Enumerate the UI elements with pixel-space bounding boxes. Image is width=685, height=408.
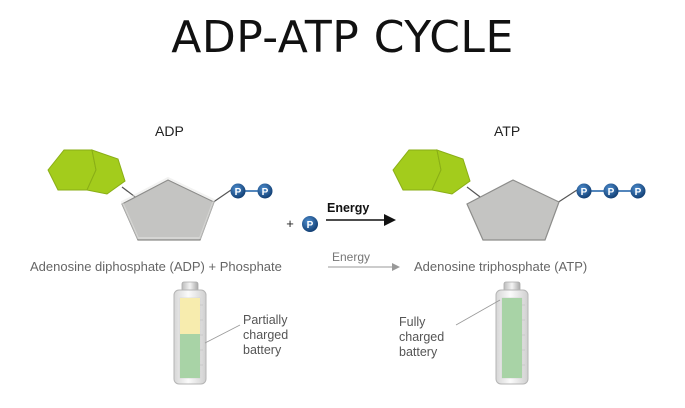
reaction-arrow-group: + P Energy Energy <box>286 201 400 271</box>
adp-full-name: Adenosine diphosphate (ADP) + Phosphate <box>30 259 282 274</box>
partial-battery-caption-line1: Partially <box>243 313 288 327</box>
atp-adenine-ring-large <box>392 149 442 191</box>
adp-phosphate-1: P <box>230 183 246 199</box>
plus-sign: + <box>286 216 294 231</box>
partial-battery-caption-line2: charged <box>243 328 289 342</box>
atp-phosphate-1: P <box>576 183 592 199</box>
atp-molecule: P P P <box>392 149 646 241</box>
adp-adenine-ring-large <box>47 149 97 191</box>
partial-battery-caption: Partially charged battery <box>243 313 288 358</box>
full-battery <box>455 281 529 385</box>
full-battery-caption: Fully charged battery <box>399 315 444 360</box>
atp-phosphate-3: P <box>630 183 646 199</box>
atp-label: ATP <box>494 123 521 139</box>
lower-arrow-head <box>392 263 400 271</box>
energy-arrow-head <box>384 214 396 226</box>
partial-battery-leader-line <box>204 324 241 344</box>
svg-text:P: P <box>235 187 242 198</box>
adp-bond-ribose-phosphate <box>211 189 232 204</box>
svg-text:P: P <box>581 187 588 198</box>
adp-molecule: P P <box>47 149 273 241</box>
full-battery-caption-line3: battery <box>399 345 438 359</box>
svg-text:P: P <box>262 187 269 198</box>
atp-full-name: Adenosine triphosphate (ATP) <box>414 259 588 274</box>
atp-adenine-base <box>392 149 471 195</box>
atp-bond-ribose-phosphate <box>556 189 578 204</box>
atp-phosphate-2: P <box>603 183 619 199</box>
svg-text:P: P <box>635 187 642 198</box>
adp-label: ADP <box>155 123 184 139</box>
partial-battery-empty-zone <box>180 298 200 334</box>
partial-battery <box>173 281 241 385</box>
svg-text:P: P <box>307 220 314 231</box>
partial-battery-caption-line3: battery <box>243 343 282 357</box>
free-phosphate: P <box>302 216 318 232</box>
full-battery-caption-line1: Fully <box>399 315 426 329</box>
lower-energy-label: Energy <box>332 250 370 264</box>
page-title: ADP-ATP CYCLE <box>171 12 514 63</box>
full-battery-charge-fill <box>502 298 522 378</box>
adp-adenine-base <box>47 149 126 195</box>
full-battery-caption-line2: charged <box>399 330 445 344</box>
full-battery-leader-line <box>455 299 501 326</box>
adp-ribose-sugar <box>121 179 215 241</box>
partial-battery-charge-fill <box>180 334 200 378</box>
svg-text:P: P <box>608 187 615 198</box>
atp-ribose-sugar <box>466 179 560 241</box>
atp-adenine-ring-small <box>431 149 471 195</box>
adp-phosphate-2: P <box>257 183 273 199</box>
adp-adenine-ring-small <box>86 149 126 195</box>
energy-label: Energy <box>327 201 369 215</box>
